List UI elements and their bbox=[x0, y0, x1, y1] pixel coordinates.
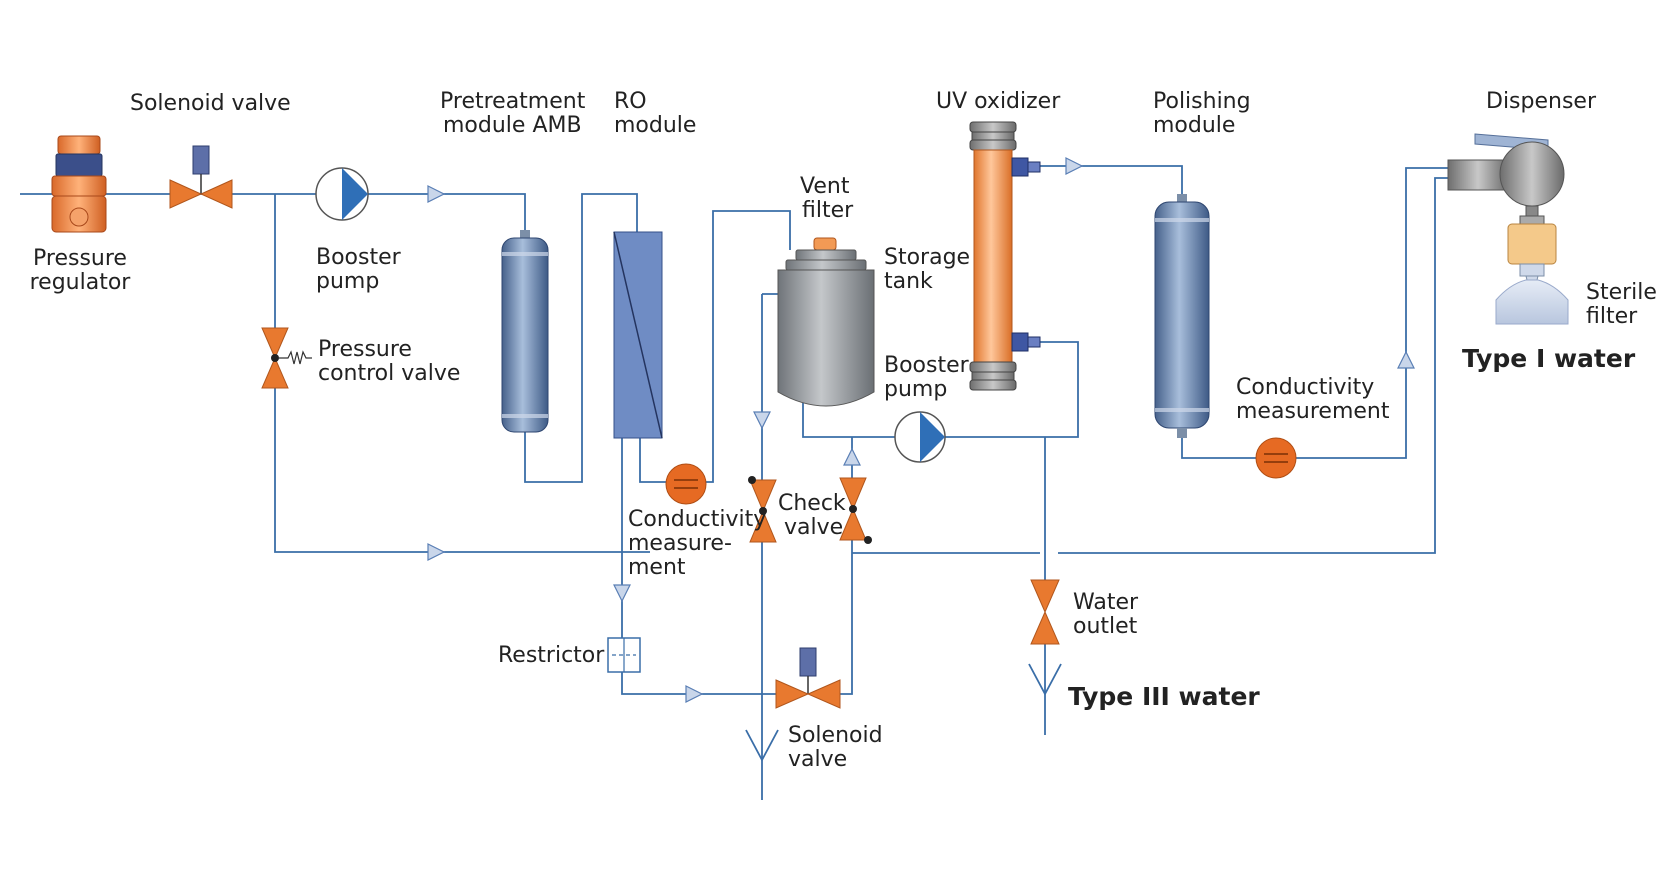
label-vent-filter-2: filter bbox=[802, 198, 854, 223]
label-polishing-2: module bbox=[1153, 113, 1235, 138]
pressure-control-valve-icon bbox=[261, 327, 312, 389]
pipe-network bbox=[20, 165, 1450, 800]
pretreatment-module-icon bbox=[501, 230, 549, 433]
label-booster-pump-2-b: pump bbox=[884, 377, 947, 402]
label-pressure-regulator-2: regulator bbox=[30, 270, 132, 295]
label-conductivity-2-b: measurement bbox=[1236, 399, 1390, 424]
check-valve-left-icon bbox=[748, 476, 777, 543]
label-conductivity-1-c: ment bbox=[628, 555, 686, 580]
label-booster-pump-2-a: Booster bbox=[884, 353, 970, 378]
label-solenoid-valve-bottom-2: valve bbox=[788, 747, 847, 772]
solenoid-valve-top-icon bbox=[169, 145, 233, 209]
label-water-outlet-2: outlet bbox=[1073, 614, 1138, 639]
restrictor-icon bbox=[607, 637, 641, 673]
storage-tank-icon bbox=[777, 237, 875, 407]
dispenser-icon bbox=[1447, 133, 1569, 325]
label-check-valve-2: valve bbox=[784, 515, 843, 540]
label-conductivity-1-a: Conductivity bbox=[628, 507, 766, 532]
flow-arrow bbox=[1065, 157, 1084, 175]
label-pressure-control-valve-1: Pressure bbox=[318, 337, 412, 362]
labels: Pressure regulator Solenoid valve Booste… bbox=[30, 89, 1657, 772]
flow-arrow bbox=[685, 685, 704, 703]
label-water-outlet-1: Water bbox=[1073, 590, 1139, 615]
label-solenoid-valve-top: Solenoid valve bbox=[130, 91, 291, 116]
label-vent-filter-1: Vent bbox=[800, 174, 850, 199]
flow-arrow bbox=[613, 584, 631, 603]
label-sterile-filter-2: filter bbox=[1586, 304, 1638, 329]
label-restrictor: Restrictor bbox=[498, 643, 605, 668]
uv-oxidizer-icon bbox=[969, 121, 1041, 391]
label-check-valve-1: Check bbox=[778, 491, 846, 516]
conductivity-meter-1-icon bbox=[665, 463, 707, 505]
flow-arrow bbox=[427, 185, 446, 203]
label-uv-oxidizer: UV oxidizer bbox=[936, 89, 1061, 114]
check-valve-right-icon bbox=[839, 477, 872, 544]
flow-arrow bbox=[843, 447, 861, 466]
label-type-1-water: Type I water bbox=[1462, 344, 1636, 373]
label-conductivity-1-b: measure- bbox=[628, 531, 732, 556]
flow-arrow bbox=[1397, 350, 1415, 369]
solenoid-valve-bottom-icon bbox=[775, 647, 841, 709]
label-sterile-filter-1: Sterile bbox=[1586, 280, 1657, 305]
ro-module-icon bbox=[613, 231, 663, 439]
label-ro-2: module bbox=[614, 113, 696, 138]
water-outlet-valve-icon bbox=[1030, 579, 1060, 645]
label-type-3-water: Type III water bbox=[1068, 682, 1260, 711]
label-storage-tank-1: Storage bbox=[884, 245, 970, 270]
booster-pump-2-icon bbox=[894, 411, 946, 463]
label-pressure-regulator-1: Pressure bbox=[33, 246, 127, 271]
label-solenoid-valve-bottom-1: Solenoid bbox=[788, 723, 883, 748]
conductivity-meter-2-icon bbox=[1255, 437, 1297, 479]
label-pretreatment-2: module AMB bbox=[443, 113, 582, 138]
drain-right-icon bbox=[1028, 663, 1062, 696]
label-dispenser: Dispenser bbox=[1486, 89, 1597, 114]
label-ro-1: RO bbox=[614, 89, 647, 114]
drain-left-icon bbox=[745, 729, 779, 762]
label-polishing-1: Polishing bbox=[1153, 89, 1251, 114]
label-conductivity-2-a: Conductivity bbox=[1236, 375, 1374, 400]
booster-pump-1-icon bbox=[315, 167, 369, 221]
label-booster-pump-1-b: pump bbox=[316, 269, 379, 294]
label-booster-pump-1-a: Booster bbox=[316, 245, 402, 270]
label-storage-tank-2: tank bbox=[884, 269, 933, 294]
flow-arrow bbox=[753, 411, 771, 430]
flow-arrow bbox=[427, 543, 446, 561]
polishing-module-icon bbox=[1154, 194, 1210, 438]
pressure-regulator-icon bbox=[51, 135, 107, 233]
flow-arrows bbox=[427, 157, 1415, 703]
label-pretreatment-1: Pretreatment bbox=[440, 89, 586, 114]
label-pressure-control-valve-2: control valve bbox=[318, 361, 460, 386]
